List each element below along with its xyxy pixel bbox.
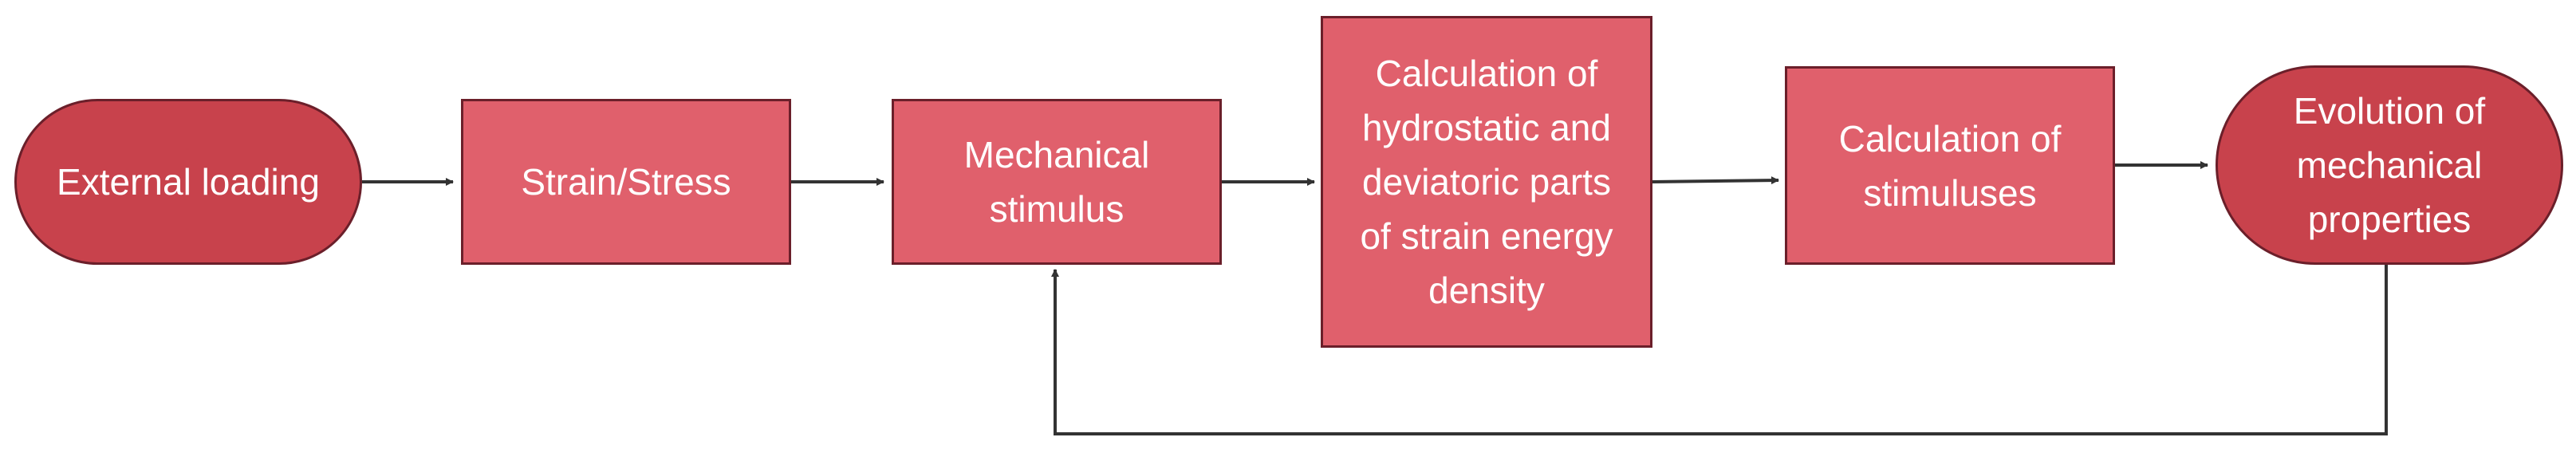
external-loading-node: External loading (14, 99, 362, 265)
evolution-label: Evolution of mechanical properties (2293, 90, 2486, 240)
stimuluses-calc-label: Calculation of stimuluses (1838, 117, 2062, 214)
external-loading-label: External loading (57, 161, 320, 203)
stimuluses-calc-node: Calculation of stimuluses (1785, 66, 2115, 265)
strain-stress-label: Strain/Stress (521, 161, 731, 203)
feedback-arrow-evolution-to-mechanical-stimulus (1051, 265, 2388, 435)
strain-energy-calc-node: Calculation of hydrostatic and deviatori… (1321, 16, 1652, 348)
strain-energy-calc-label: Calculation of hydrostatic and deviatori… (1360, 53, 1613, 311)
arrow-strain-energy-calc-to-stimuluses-calc (1652, 176, 1779, 185)
mechanical-stimulus-label: Mechanical stimulus (963, 134, 1150, 230)
evolution-node: Evolution of mechanical properties (2216, 65, 2563, 265)
strain-stress-node: Strain/Stress (461, 99, 791, 265)
mechanical-stimulus-node: Mechanical stimulus (892, 99, 1222, 265)
